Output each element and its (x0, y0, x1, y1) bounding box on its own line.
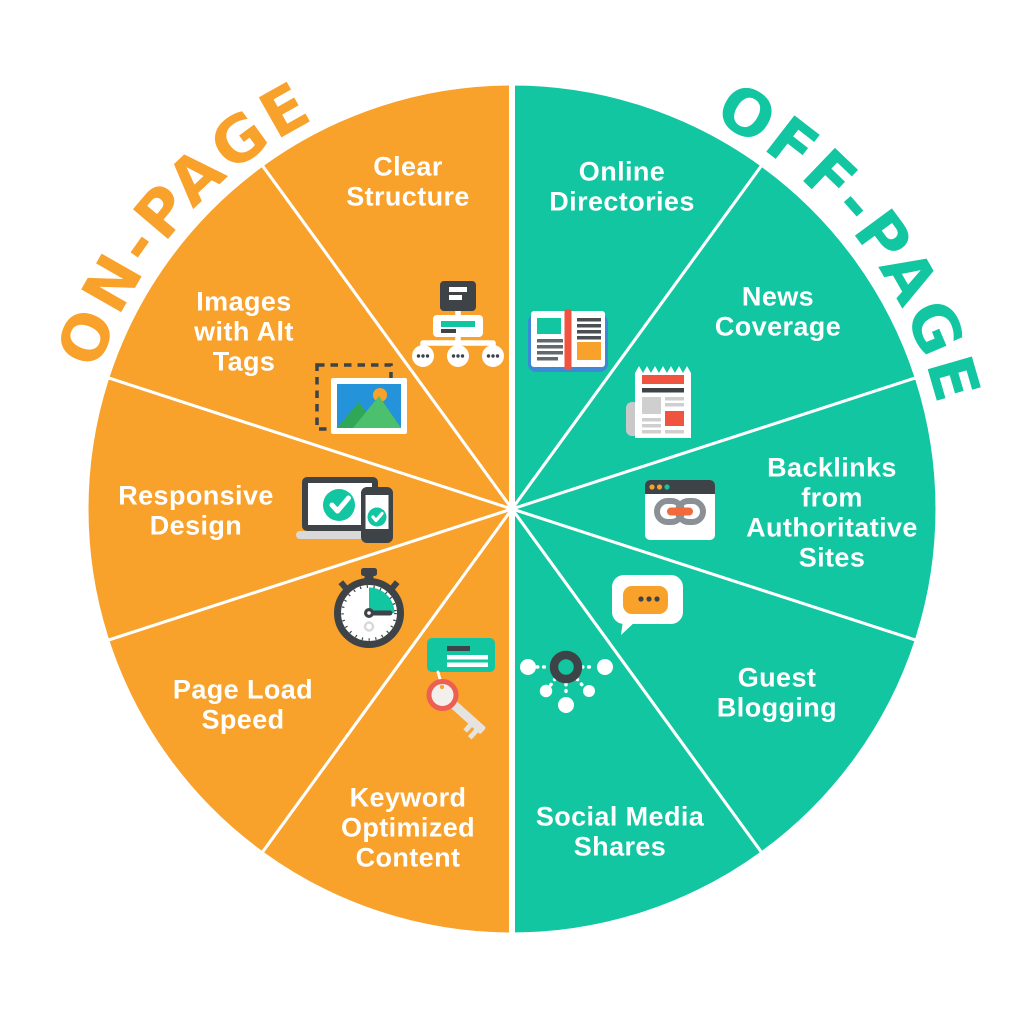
browser-backlink-icon (645, 480, 715, 540)
wedge-backlinks (510, 376, 939, 642)
wedge-online-directories (510, 82, 764, 511)
wedge-images-alt-tags (106, 163, 514, 511)
wedge-news-coverage (510, 163, 918, 511)
stopwatch-icon (334, 568, 404, 648)
chat-bubbles-icon (612, 575, 683, 635)
open-book-icon (528, 309, 608, 372)
share-network-icon (520, 650, 613, 713)
sitemap-icon (412, 281, 504, 367)
responsive-devices-icon (296, 477, 393, 543)
wedge-responsive-design (85, 376, 514, 642)
wedge-keyword-content (260, 507, 514, 936)
wedge-page-load-speed (106, 507, 514, 855)
newspaper-icon (626, 366, 691, 438)
image-alt-icon (315, 363, 407, 434)
wedge-clear-structure (260, 82, 514, 511)
wedge-social-media (510, 507, 764, 936)
keyword-key-icon (426, 638, 495, 740)
